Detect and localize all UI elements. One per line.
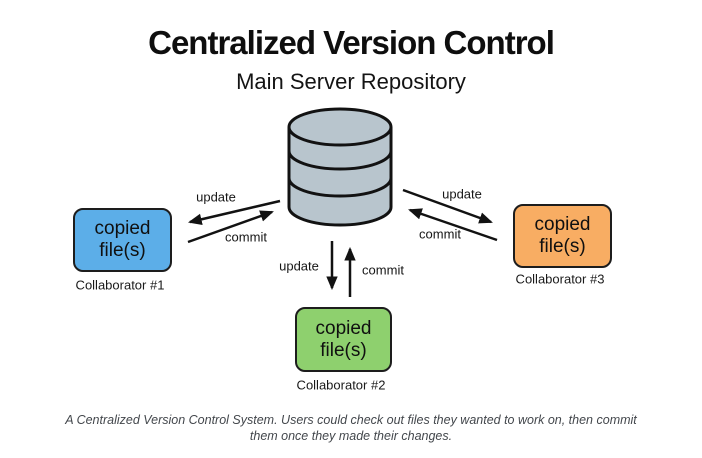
update-arrow-collaborator-1 [187, 199, 281, 225]
database-top [287, 107, 393, 147]
server-database-icon [287, 107, 393, 227]
copied-files-box-collaborator-3: copied file(s) [513, 204, 612, 268]
commit-label-right: commit [419, 226, 461, 242]
collaborator-2-caption: Collaborator #2 [296, 377, 386, 393]
figure-caption-line-2: them once they made their changes. [249, 429, 453, 443]
copied-files-box-collaborator-2: copied file(s) [295, 307, 392, 372]
server-repository-label: Main Server Repository [236, 69, 466, 94]
commit-label-left: commit [225, 229, 267, 245]
copied-files-box-collaborator-1: copied file(s) [73, 208, 172, 272]
database-body [287, 127, 393, 227]
commit-arrow-collaborator-3 [408, 208, 498, 242]
figure-caption-line-1: A Centralized Version Control System. Us… [65, 413, 637, 427]
collaborator-3-caption: Collaborator #3 [515, 271, 605, 287]
database-band-1 [287, 150, 393, 171]
database-band-2 [287, 177, 393, 198]
collaborator-1-caption: Collaborator #1 [75, 277, 165, 293]
copied-files-label: copied file(s) [534, 214, 591, 257]
figure-caption: A Centralized Version Control System. Us… [0, 412, 702, 444]
page-title: Centralized Version Control [148, 24, 555, 61]
copied-files-label: copied file(s) [94, 218, 151, 261]
update-label-right: update [442, 186, 482, 202]
commit-label-bottom: commit [362, 262, 404, 278]
update-label-left: update [196, 189, 236, 205]
update-arrow-collaborator-3 [402, 188, 493, 224]
arrow-group [187, 188, 498, 297]
copied-files-label: copied file(s) [315, 317, 372, 361]
commit-arrow-collaborator-1 [187, 210, 274, 244]
update-label-bottom: update [279, 258, 319, 274]
